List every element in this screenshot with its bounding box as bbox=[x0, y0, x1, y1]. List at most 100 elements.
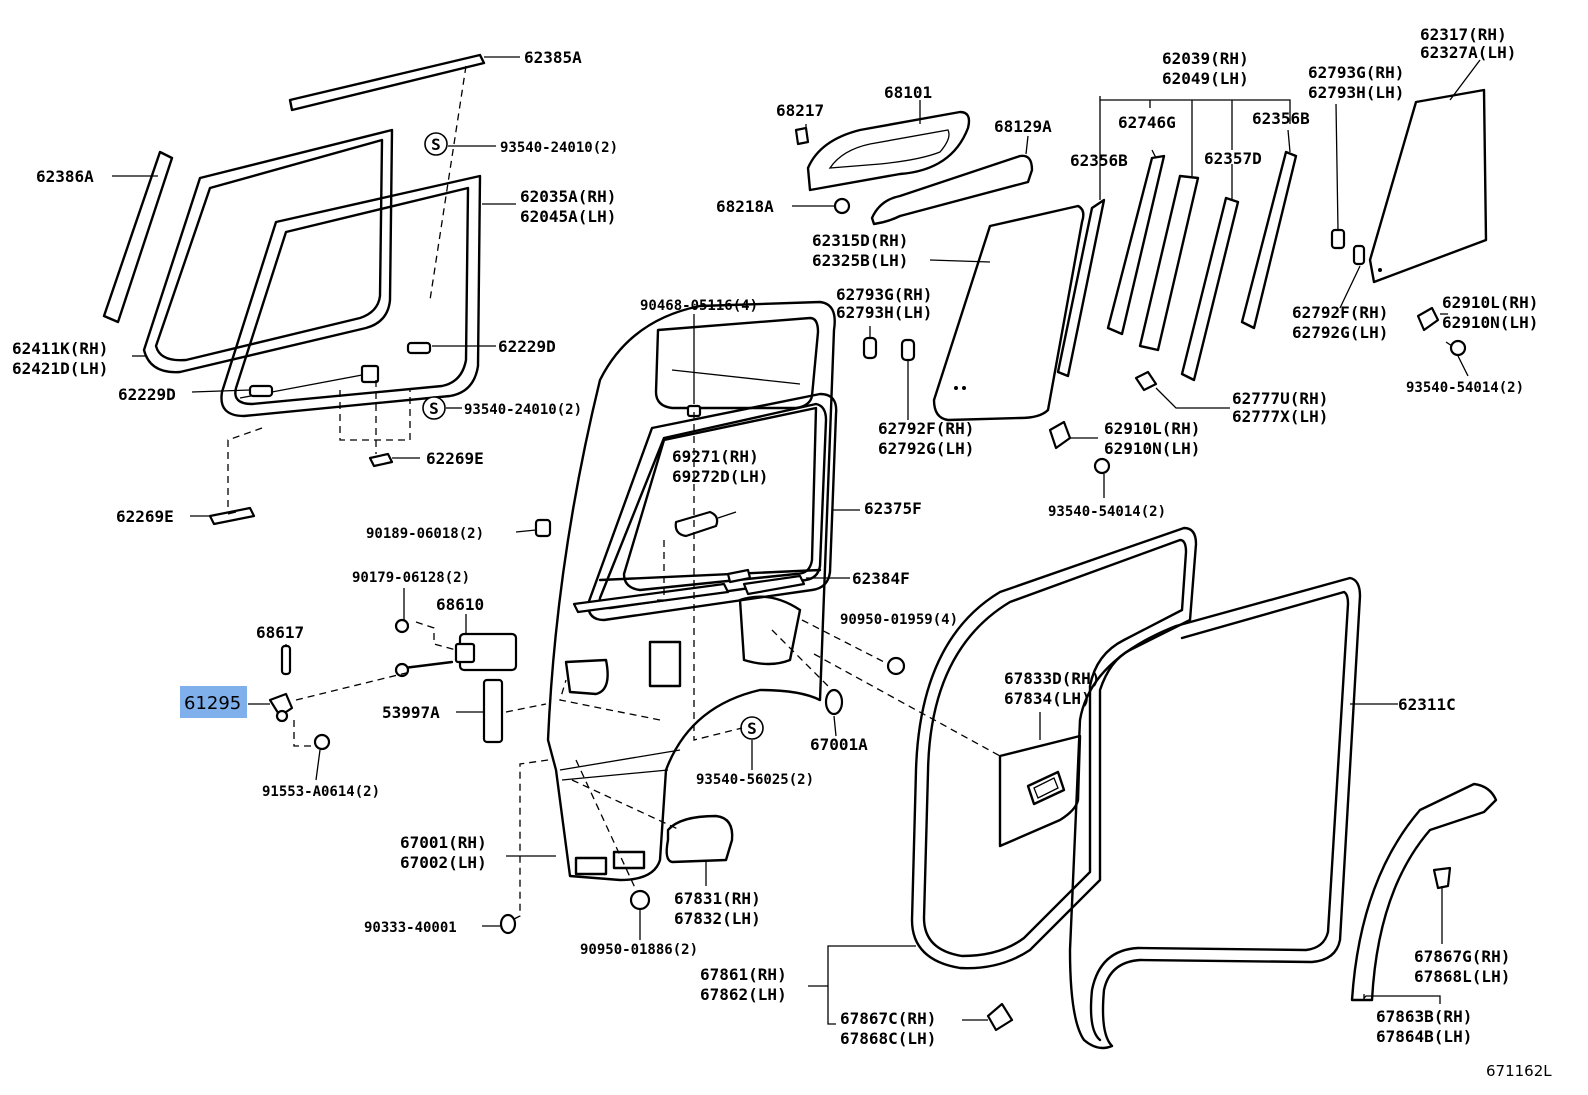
part-label[interactable]: 62792F(RH) bbox=[878, 419, 974, 438]
part-label[interactable]: 62777U(RH) bbox=[1232, 389, 1328, 408]
cover-67833D-drawing bbox=[998, 734, 1082, 848]
part-label[interactable]: 62317(RH) bbox=[1420, 25, 1507, 44]
part-label[interactable]: 93540-24010(2) bbox=[500, 140, 618, 156]
part-label[interactable]: 90950-01886(2) bbox=[580, 942, 698, 958]
part-label[interactable]: 62035A(RH) bbox=[520, 187, 616, 206]
part-label[interactable]: 62327A(LH) bbox=[1420, 43, 1516, 62]
clip-68217-drawing bbox=[794, 126, 810, 146]
glass-62315D-drawing bbox=[932, 204, 1085, 422]
part-label[interactable]: 68129A bbox=[994, 117, 1052, 136]
part-label[interactable]: 68218A bbox=[716, 197, 774, 216]
pad-53997A-drawing bbox=[482, 678, 504, 744]
bolt-90189-drawing bbox=[534, 518, 552, 538]
part-label[interactable]: 62385A bbox=[524, 48, 582, 67]
part-label[interactable]: 91553-A0614(2) bbox=[262, 784, 380, 800]
part-label[interactable]: 62411K(RH) bbox=[12, 339, 108, 358]
part-label[interactable]: 67867G(RH) bbox=[1414, 947, 1510, 966]
part-label[interactable]: 93540-54014(2) bbox=[1048, 504, 1166, 520]
part-label[interactable]: 62777X(LH) bbox=[1232, 407, 1328, 426]
part-label[interactable]: 67001(RH) bbox=[400, 833, 487, 852]
rod-68617-drawing bbox=[280, 644, 292, 676]
part-label[interactable]: 62910L(RH) bbox=[1442, 293, 1538, 312]
part-label[interactable]: 62039(RH) bbox=[1162, 49, 1249, 68]
part-labels: 62385A 93540-24010(2) 62386A 62035A(RH) … bbox=[12, 25, 1552, 1080]
part-label[interactable]: 67864B(LH) bbox=[1376, 1027, 1472, 1046]
part-label[interactable]: 62049(LH) bbox=[1162, 69, 1249, 88]
part-label[interactable]: 67868L(LH) bbox=[1414, 967, 1510, 986]
glass-62317-drawing bbox=[1368, 88, 1488, 284]
part-label[interactable]: 67001A bbox=[810, 735, 868, 754]
part-label[interactable]: 62910N(LH) bbox=[1104, 439, 1200, 458]
part-label[interactable]: 62910L(RH) bbox=[1104, 419, 1200, 438]
part-label[interactable]: 62746G bbox=[1118, 113, 1176, 132]
diagram-id: 671162L bbox=[1486, 1062, 1552, 1080]
part-label[interactable]: 67863B(RH) bbox=[1376, 1007, 1472, 1026]
part-label[interactable]: 90468-05116(4) bbox=[640, 298, 758, 314]
weatherstrip-62386A-drawing bbox=[102, 150, 174, 324]
clip-62777U-drawing bbox=[1134, 370, 1158, 392]
part-label[interactable]: 68617 bbox=[256, 623, 304, 642]
part-label[interactable]: 62229D bbox=[118, 385, 176, 404]
part-label[interactable]: 90950-01959(4) bbox=[840, 612, 958, 628]
part-label[interactable]: 62792G(LH) bbox=[1292, 323, 1388, 342]
part-label[interactable]: 62311C bbox=[1398, 695, 1456, 714]
weatherstrip-68129A-drawing bbox=[870, 154, 1034, 226]
part-label[interactable]: 67831(RH) bbox=[674, 889, 761, 908]
part-label[interactable]: 62325B(LH) bbox=[812, 251, 908, 270]
part-label[interactable]: 62356B bbox=[1070, 151, 1128, 170]
part-label[interactable]: 67867C(RH) bbox=[840, 1009, 936, 1028]
part-label[interactable]: 67861(RH) bbox=[700, 965, 787, 984]
circled-S-icon: S bbox=[422, 396, 446, 420]
part-label[interactable]: 68217 bbox=[776, 101, 824, 120]
part-label[interactable]: 62045A(LH) bbox=[520, 207, 616, 226]
part-label[interactable]: 62792G(LH) bbox=[878, 439, 974, 458]
weatherstrip-62384F-drawing bbox=[572, 568, 806, 614]
weatherstrip-67861-drawing bbox=[910, 526, 1198, 970]
part-label[interactable]: 62793G(RH) bbox=[1308, 63, 1404, 82]
part-label[interactable]: 62793H(LH) bbox=[836, 303, 932, 322]
part-label[interactable]: 62384F bbox=[852, 569, 910, 588]
part-label[interactable]: 62356B bbox=[1252, 109, 1310, 128]
part-label[interactable]: 62793G(RH) bbox=[836, 285, 932, 304]
part-label[interactable]: 68101 bbox=[884, 83, 932, 102]
part-label[interactable]: 62229D bbox=[498, 337, 556, 356]
part-label[interactable]: 69272D(LH) bbox=[672, 467, 768, 486]
clip-67867C-drawing bbox=[986, 1002, 1014, 1032]
weatherstrip-62311C-drawing bbox=[1068, 576, 1362, 1050]
part-label[interactable]: 67862(LH) bbox=[700, 985, 787, 1004]
part-label[interactable]: 90189-06018(2) bbox=[366, 526, 484, 542]
part-label[interactable]: 93540-56025(2) bbox=[696, 772, 814, 788]
part-label[interactable]: 62792F(RH) bbox=[1292, 303, 1388, 322]
part-label[interactable]: 90333-40001 bbox=[364, 920, 457, 936]
part-label[interactable]: 69271(RH) bbox=[672, 447, 759, 466]
part-label[interactable]: 93540-54014(2) bbox=[1406, 380, 1524, 396]
part-label[interactable]: 67834(LH) bbox=[1004, 689, 1091, 708]
scuff-plate-67863B-drawing bbox=[1350, 782, 1498, 1002]
plug-90950-01886-drawing bbox=[629, 889, 651, 911]
part-label[interactable]: 62386A bbox=[36, 167, 94, 186]
part-label[interactable]: 62793H(LH) bbox=[1308, 83, 1404, 102]
part-label[interactable]: 62315D(RH) bbox=[812, 231, 908, 250]
part-label[interactable]: 62269E bbox=[116, 507, 174, 526]
part-label[interactable]: 90179-06128(2) bbox=[352, 570, 470, 586]
part-label[interactable]: 62910N(LH) bbox=[1442, 313, 1538, 332]
weatherstrip-62385A-drawing bbox=[288, 53, 486, 112]
part-label-highlighted[interactable]: 61295 bbox=[184, 693, 241, 714]
part-label[interactable]: 62357D bbox=[1204, 149, 1262, 168]
part-label[interactable]: 62375F bbox=[864, 499, 922, 518]
part-label[interactable]: 62421D(LH) bbox=[12, 359, 108, 378]
part-label[interactable]: 68610 bbox=[436, 595, 484, 614]
svg-text:S: S bbox=[429, 399, 439, 418]
spacer-62269E-drawing bbox=[208, 452, 394, 526]
part-label[interactable]: 67002(LH) bbox=[400, 853, 487, 872]
part-label[interactable]: 67833D(RH) bbox=[1004, 669, 1100, 688]
stopper-69271-drawing bbox=[674, 510, 719, 538]
circled-S-icon: S bbox=[424, 132, 448, 156]
part-label[interactable]: 67832(LH) bbox=[674, 909, 761, 928]
part-label[interactable]: 93540-24010(2) bbox=[464, 402, 582, 418]
part-label[interactable]: 62269E bbox=[426, 449, 484, 468]
part-label[interactable]: 67868C(LH) bbox=[840, 1029, 936, 1048]
lock-68610-drawing bbox=[394, 618, 518, 678]
part-label[interactable]: 53997A bbox=[382, 703, 440, 722]
